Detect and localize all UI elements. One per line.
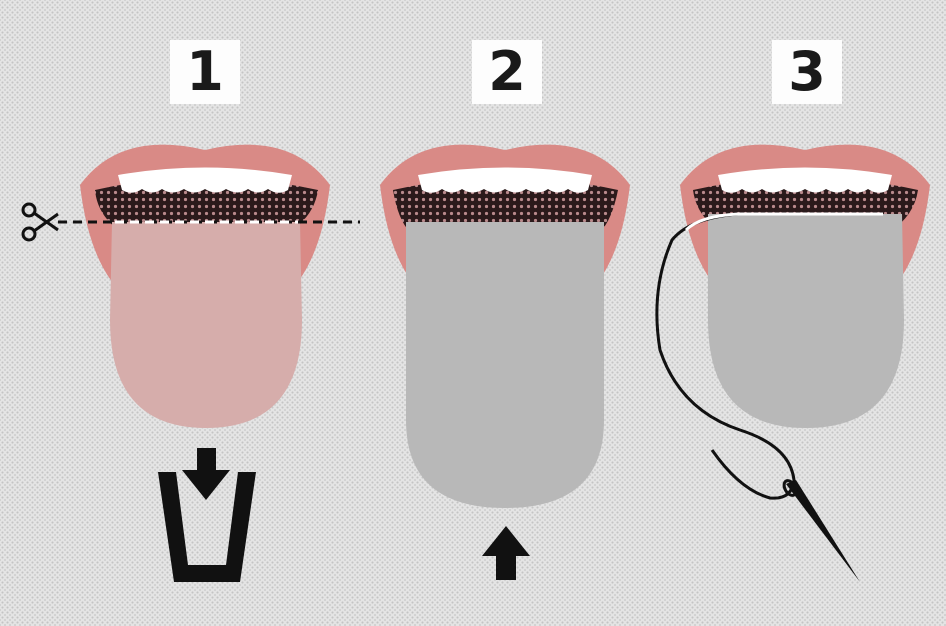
step-2-illustration xyxy=(380,145,630,580)
step-1-illustration xyxy=(23,145,360,582)
step-2-number: 2 xyxy=(472,40,542,104)
teeth xyxy=(418,168,592,193)
needle-icon xyxy=(782,479,860,582)
step-3-number: 3 xyxy=(772,40,842,104)
down-arrow-icon xyxy=(182,448,230,500)
up-arrow-icon xyxy=(482,526,530,580)
graft-tongue xyxy=(406,222,604,508)
teeth xyxy=(718,168,892,193)
teeth xyxy=(118,168,292,193)
original-tongue xyxy=(110,222,302,428)
graft-tongue xyxy=(708,214,904,428)
scissors-icon xyxy=(23,204,58,240)
step-3-illustration xyxy=(657,145,930,582)
step-1-number: 1 xyxy=(170,40,240,104)
